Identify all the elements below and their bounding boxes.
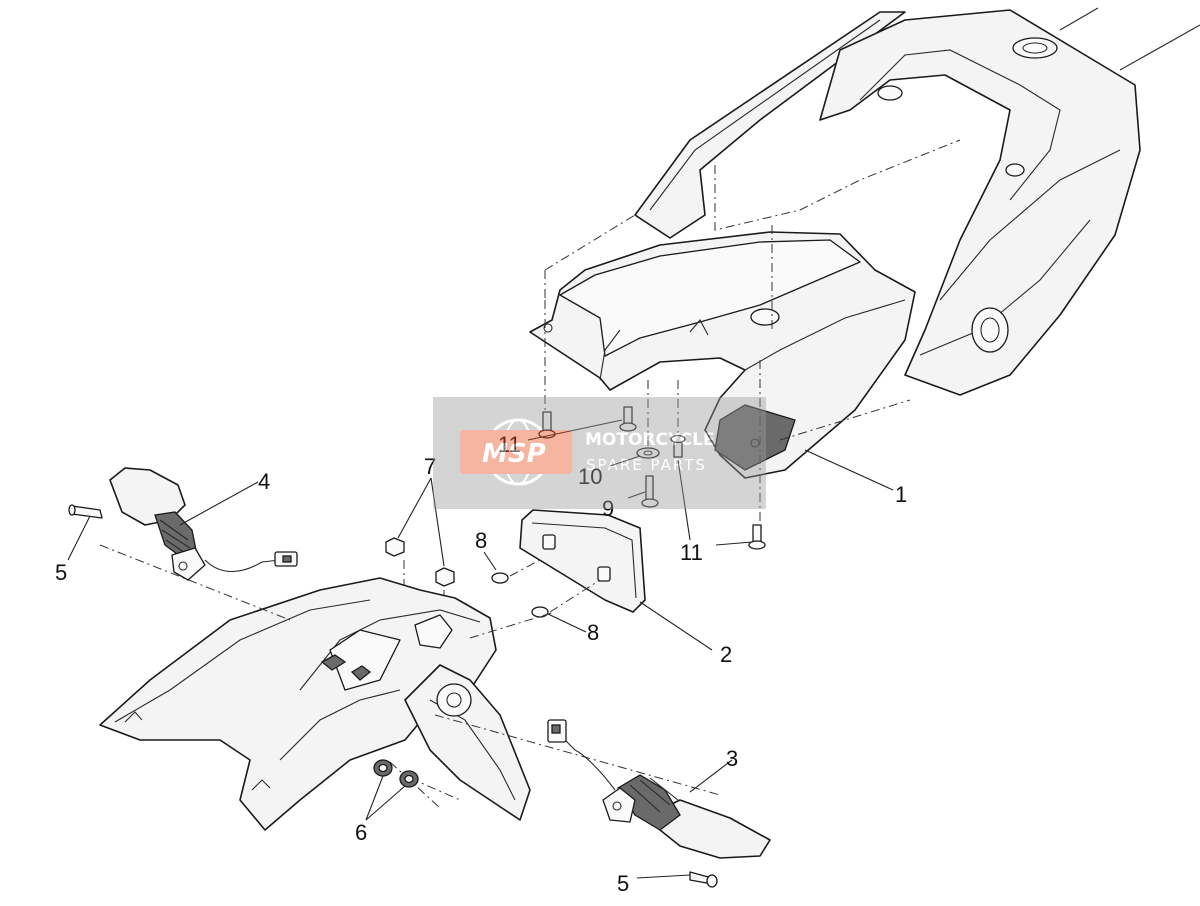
callout-9: 9 (602, 496, 614, 521)
leader-lines (67, 419, 894, 879)
callout-6: 6 (355, 820, 367, 845)
part-2-reflector (519, 509, 646, 613)
watermark-line1: MOTORCYCLE (585, 430, 715, 450)
part-6-nuts (373, 759, 419, 788)
callout-3: 3 (726, 746, 738, 771)
callout-2: 2 (720, 642, 732, 667)
rear-frame (634, 7, 1200, 396)
callout-8-bottom: 8 (587, 620, 599, 645)
callout-11-right: 11 (680, 540, 703, 565)
watermark: MSP MOTORCYCLE SPARE PARTS (433, 397, 766, 509)
watermark-line2: SPARE PARTS (586, 456, 707, 474)
callout-5-right: 5 (617, 871, 629, 896)
part-3-right-indicator (547, 719, 771, 888)
callout-8-top: 8 (475, 528, 487, 553)
part-4-left-indicator (68, 467, 298, 581)
screws-group (538, 406, 766, 550)
callout-1: 1 (895, 482, 907, 507)
callout-5-left: 5 (55, 560, 67, 585)
callout-11-left: 11 (498, 432, 521, 457)
watermark-logo-badge (460, 430, 572, 474)
watermark-logo-text: MSP (482, 439, 546, 469)
callout-7: 7 (424, 454, 436, 479)
callout-4: 4 (258, 469, 270, 494)
license-plate-holder (99, 544, 721, 831)
part-1-tail-light-housing (529, 139, 961, 525)
callout-10: 10 (578, 464, 602, 489)
callouts: 1 2 3 4 5 5 6 7 8 8 9 10 11 11 (55, 432, 907, 896)
